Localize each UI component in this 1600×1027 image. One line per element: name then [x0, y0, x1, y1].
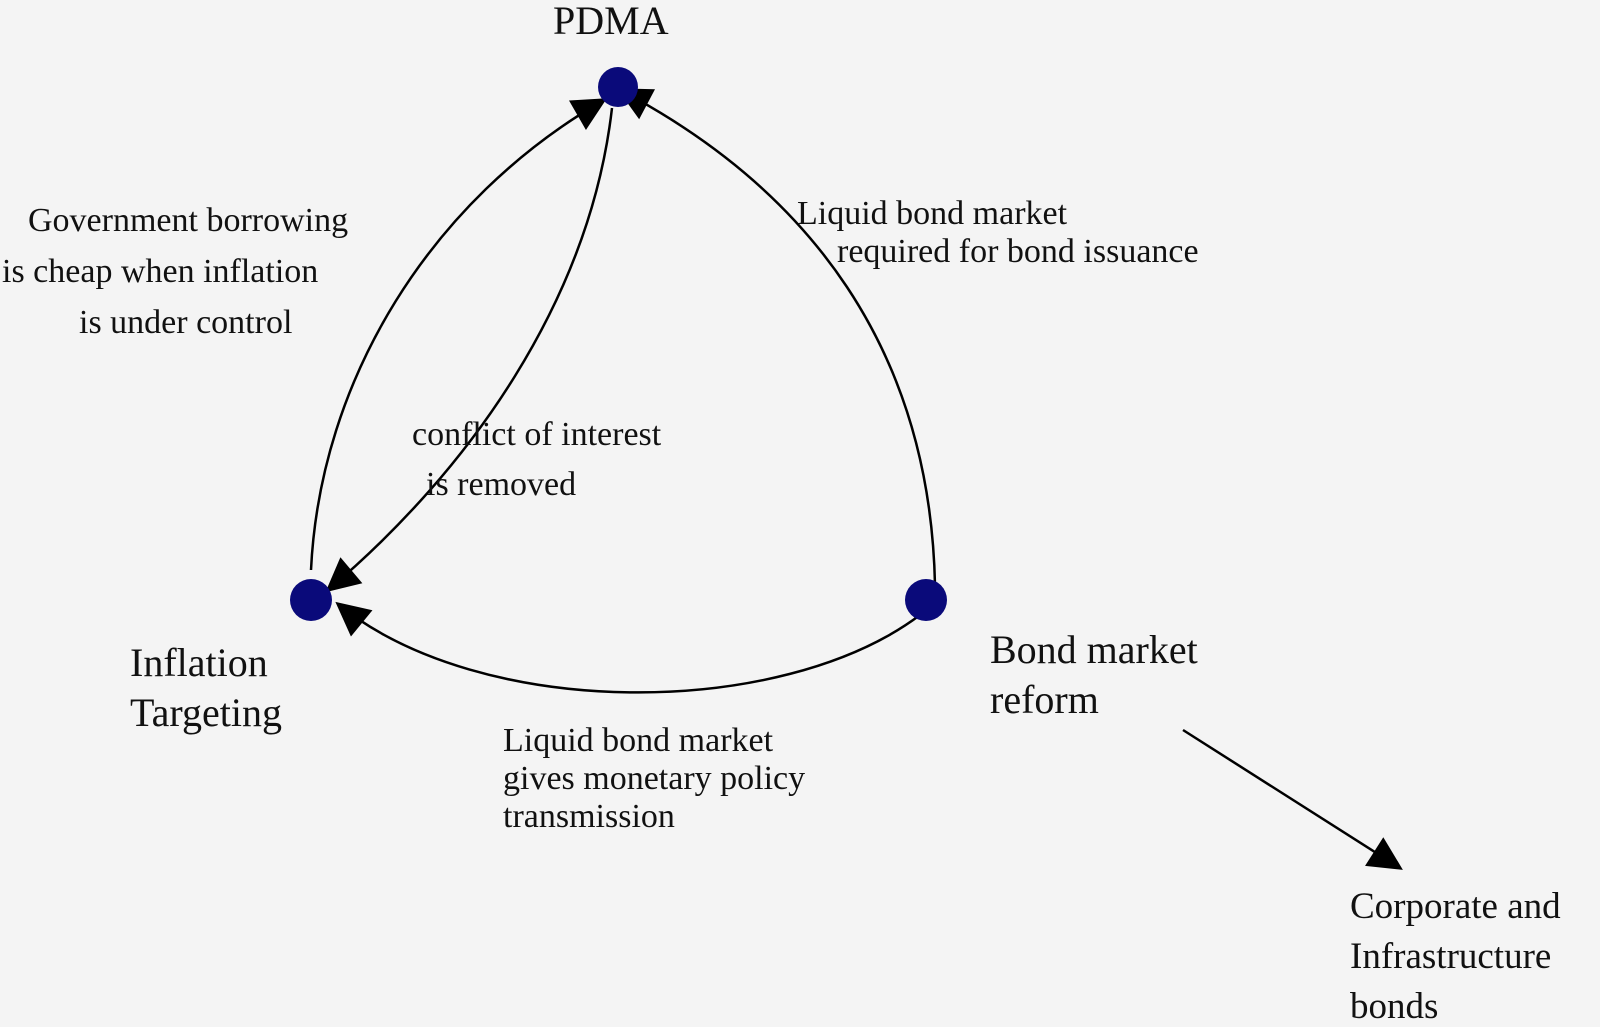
edge-label-conflict-of-interest: conflict of interest is removed	[412, 416, 662, 503]
edge-bond-to-corporate	[1182, 728, 1403, 870]
edge-pdma-to-inflation	[325, 107, 614, 593]
node-inflation-targeting	[290, 579, 332, 621]
node-pdma	[598, 67, 638, 107]
corporate-bonds-label: Corporate and Infrastructure bonds	[1350, 886, 1561, 1027]
edge-label-bond-issuance: Liquid bond market required for bond iss…	[797, 195, 1199, 270]
edge-bond-to-pdma	[616, 88, 937, 586]
edge-label-monetary-policy: Liquid bond market gives monetary policy…	[503, 722, 806, 835]
edge-inflation-to-pdma	[309, 98, 607, 571]
pdma-label: PDMA	[553, 0, 669, 43]
inflation-targeting-label: Inflation Targeting	[130, 640, 282, 735]
edge-bond-to-inflation	[335, 601, 921, 694]
edge-label-government-borrowing: Government borrowing is cheap when infla…	[2, 202, 349, 341]
bond-market-reform-label: Bond market reform	[990, 627, 1198, 722]
node-bond-market-reform	[905, 579, 947, 621]
